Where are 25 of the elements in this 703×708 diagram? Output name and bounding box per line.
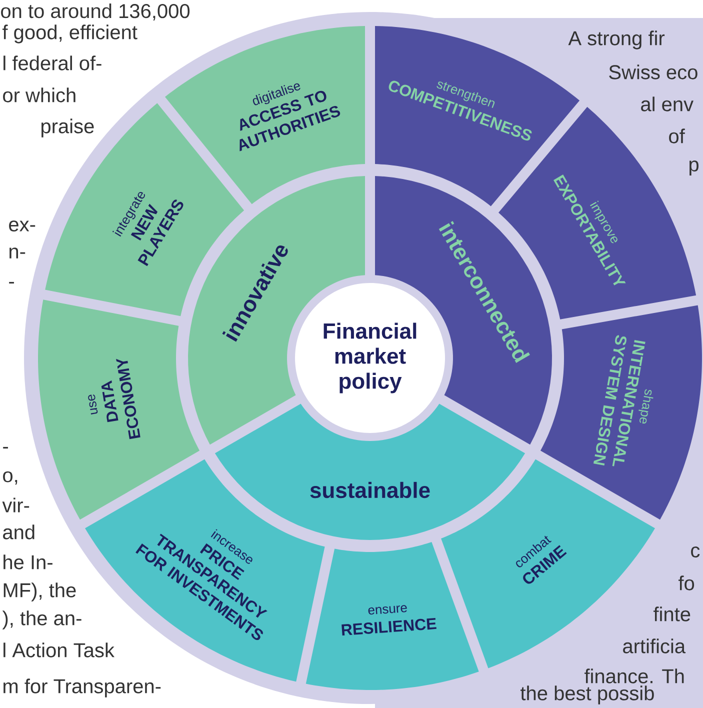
node-label: ensure bbox=[368, 605, 407, 615]
paragraph-fragment: or which bbox=[3, 88, 76, 102]
paragraph-fragment: c bbox=[691, 546, 700, 558]
paragraph-fragment: and bbox=[3, 524, 34, 540]
paragraph-fragment: of bbox=[669, 128, 685, 144]
paragraph-fragment: vir- bbox=[2, 498, 30, 512]
paragraph-fragment: finance. Th bbox=[584, 668, 684, 684]
node-label: DATA ECONOMY bbox=[101, 358, 140, 440]
paragraph-fragment: p bbox=[690, 160, 698, 176]
node-label: RESILIENCE bbox=[342, 618, 436, 636]
paragraph-fragment: n- bbox=[10, 248, 26, 258]
ring-segment: use DATA ECONOMY bbox=[38, 300, 200, 520]
paragraph-fragment: the best possib bbox=[520, 686, 654, 704]
paragraph-fragment: Swiss eco bbox=[609, 64, 698, 80]
paragraph-fragment: o, bbox=[3, 471, 18, 485]
paragraph-fragment: - bbox=[3, 446, 8, 448]
paragraph-fragment: f good, efficient bbox=[2, 24, 138, 44]
node-label: use bbox=[88, 394, 98, 414]
paragraph-fragment: fo bbox=[678, 576, 694, 590]
paragraph-fragment: l federal of- bbox=[4, 56, 102, 70]
paragraph-fragment: - bbox=[9, 282, 14, 284]
ring-segment: ensure RESILIENCE bbox=[306, 542, 479, 690]
paragraph-fragment: on to around 136,000 bbox=[1, 3, 190, 20]
paragraph-fragment: finte bbox=[654, 606, 690, 622]
paragraph-fragment: he In- bbox=[4, 554, 52, 570]
